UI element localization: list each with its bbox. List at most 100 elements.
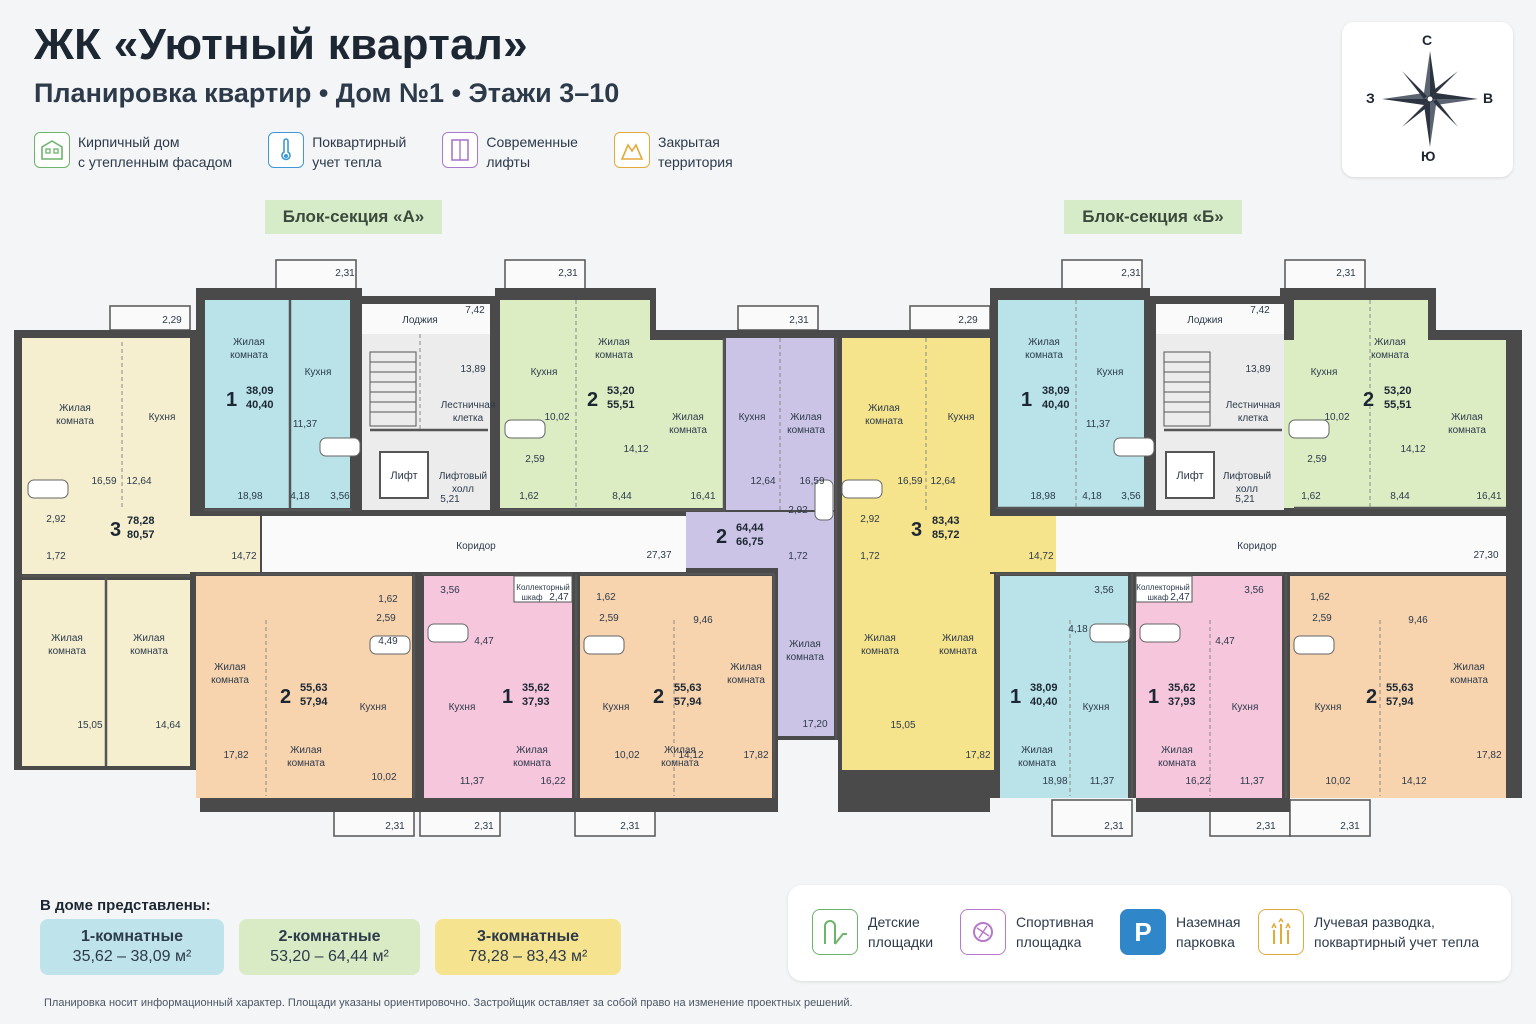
room-label: комната [1448,425,1486,436]
amenity-line: Спортивная [1016,914,1094,930]
apt-rooms: 1 [1021,389,1032,411]
apt-area: 53,20 [1384,385,1412,397]
dim-label: 14,12 [678,750,703,761]
amenity-line: площадка [1016,934,1082,950]
dim-label: 12,64 [750,476,775,487]
dim-label: 14,12 [1400,444,1425,455]
dim-label: 8,44 [1390,491,1410,502]
feature-heat-metering: Поквартирный учет тепла [268,132,406,172]
feature-line: Поквартирный [312,134,407,150]
amenity-line: парковка [1176,934,1235,950]
room-label: Жилая [942,633,974,644]
room-label: Лоджия [1187,315,1222,326]
room-label: комната [865,416,903,427]
type-range: 78,28 – 83,43 м² [468,948,588,965]
room-label: Жилая [214,662,246,673]
room-label: Коллекторный [516,583,569,592]
apt-a6-fill [424,576,572,798]
dim-label: 18,98 [1030,491,1055,502]
room-label: комната [1158,758,1196,769]
apt-total: 85,72 [932,529,960,541]
room-label: комната [230,350,268,361]
apt-total: 66,75 [736,536,764,548]
dim-label: 7,42 [465,305,485,316]
dim-label: 2,31 [335,268,355,279]
room-label: Жилая [59,403,91,414]
dim-label: 18,98 [1042,776,1067,787]
dim-label: 2,31 [1104,821,1124,832]
dim-label: 2,31 [1256,821,1276,832]
amenity-wiring: Лучевая разводка,поквартирный учет тепла [1258,909,1479,955]
apt-rooms: 2 [280,686,291,708]
apt-area: 38,09 [1030,682,1058,694]
dim-label: 2,59 [599,613,619,624]
apt-total: 40,40 [246,399,274,411]
room-label: Жилая [864,633,896,644]
feature-line: лифты [486,154,531,170]
room-label: комната [861,646,899,657]
dim-label: 4,18 [290,491,310,502]
room-label: Жилая [51,633,83,644]
amenity-line: Наземная [1176,914,1241,930]
apt-rooms: 1 [502,686,513,708]
room-label: Кухня [1315,702,1342,713]
stairs-a [369,351,417,427]
radial-wiring-icon [1258,909,1304,955]
corridor-b [1056,516,1506,572]
dim-label: 11,37 [1090,776,1115,787]
room-label: холл [452,484,474,495]
compass-rose: С З В Ю [1342,22,1513,177]
dim-label: 10,02 [614,750,639,761]
dim-label: 12,64 [930,476,955,487]
room-label: Жилая [133,633,165,644]
apt-b1-fill [842,338,990,574]
apt-b1c-fill [842,574,994,770]
room-label: Кухня [739,412,766,423]
apt-a7-fill [580,576,772,798]
page-title: ЖК «Уютный квартал» [34,20,528,69]
room-label: комната [513,758,551,769]
apt-rooms: 3 [911,519,922,541]
dim-label: 2,31 [474,821,494,832]
feature-line: учет тепла [312,154,382,170]
dim-label: 10,02 [1324,412,1349,423]
room-label: Кухня [1311,367,1338,378]
dim-label: 9,46 [693,615,713,626]
dim-label: 2,31 [789,315,809,326]
dim-label: 17,82 [965,750,990,761]
dim-label: 5,21 [440,494,460,505]
disclaimer-note: Планировка носит информационный характер… [44,997,853,1009]
page-subtitle: Планировка квартир • Дом №1 • Этажи 3–10 [34,78,620,108]
dim-label: 3,56 [440,585,460,596]
apt-total: 55,51 [607,399,635,411]
room-label: комната [130,646,168,657]
apt-b6-fill [1290,576,1506,798]
compass-west: З [1366,90,1375,106]
room-label: комната [595,350,633,361]
apt-rooms: 2 [587,389,598,411]
room-label: холл [1236,484,1258,495]
apt-a4c-fill [778,568,834,736]
dim-label: 2,59 [1312,613,1332,624]
apt-b4-fill [1000,576,1128,798]
dim-label: 1,72 [46,551,66,562]
apt-area: 78,28 [127,515,155,527]
room-label: Кухня [1083,702,1110,713]
room-label: Коллекторный [1136,583,1189,592]
room-label: Лифт [1176,470,1203,482]
apt-b1b-fill [990,516,1056,572]
dim-label: 16,59 [799,476,824,487]
dim-label: 2,59 [376,613,396,624]
room-label: Кухня [1232,702,1259,713]
apt-total: 80,57 [127,529,155,541]
dim-label: 4,18 [1082,491,1102,502]
dim-label: 7,42 [1250,305,1270,316]
elevator-icon [442,132,479,168]
dim-label: 4,47 [474,636,494,647]
dim-label: 1,62 [1301,491,1321,502]
type-name: 3-комнатные [476,928,580,945]
